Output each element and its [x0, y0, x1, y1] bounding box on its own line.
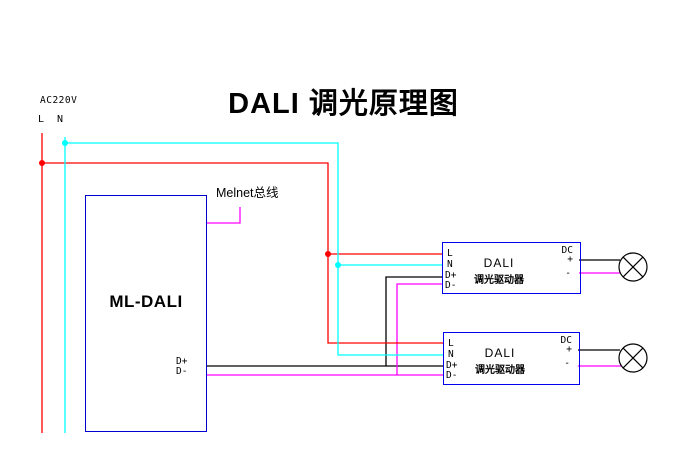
neutral-junction-dot	[335, 262, 341, 268]
live-junction-dot	[325, 251, 331, 257]
dc-minus-wire	[578, 272, 621, 367]
live-junction-dot	[39, 160, 45, 166]
driver-minus-terminal: -	[564, 358, 570, 369]
controller-name: ML-DALI	[109, 292, 183, 311]
neutral-junction-dot	[62, 140, 68, 146]
melnet-bus-label: Melnet总线	[216, 186, 279, 200]
driver-n-terminal: N	[448, 349, 454, 360]
driver-plus-terminal: +	[567, 254, 573, 265]
driver-dplus-terminal: D+	[446, 360, 458, 371]
dali-dminus-wire	[207, 283, 443, 376]
mains-voltage-label: AC220V	[40, 95, 78, 106]
driver-name: DALI	[483, 256, 515, 270]
driver-dminus-terminal: D-	[445, 280, 457, 291]
driver-name: DALI	[484, 346, 516, 360]
driver-dc-label: DC	[560, 335, 572, 346]
controller-dplus-terminal: D+	[176, 356, 188, 367]
driver-dc-label: DC	[561, 245, 573, 256]
mains-n-label: N	[57, 114, 64, 125]
neutral-wire	[64, 137, 443, 433]
driver-minus-terminal: -	[565, 268, 571, 279]
controller-box: ML-DALI	[85, 195, 207, 432]
driver-plus-terminal: +	[566, 344, 572, 355]
driver-l-terminal: L	[447, 248, 453, 259]
driver-subtitle: 调光驱动器	[475, 365, 525, 376]
lamp-icon	[618, 252, 648, 282]
dali-dplus-wire	[207, 276, 443, 367]
melnet-wire	[206, 207, 241, 224]
driver-dminus-terminal: D-	[446, 370, 458, 381]
driver-subtitle: 调光驱动器	[474, 275, 524, 286]
mains-l-label: L	[38, 114, 45, 125]
dali-driver-box: L N D+ D- DALI 调光驱动器 DC + -	[443, 332, 580, 385]
driver-l-terminal: L	[448, 338, 454, 349]
dali-driver-box: L N D+ D- DALI 调光驱动器 DC + -	[442, 242, 581, 294]
controller-dminus-terminal: D-	[176, 366, 188, 377]
driver-dplus-terminal: D+	[445, 270, 457, 281]
dc-plus-wire	[578, 259, 620, 351]
page-title: DALI 调光原理图	[228, 88, 459, 120]
lamp-icon	[618, 343, 648, 373]
driver-n-terminal: N	[447, 259, 453, 270]
